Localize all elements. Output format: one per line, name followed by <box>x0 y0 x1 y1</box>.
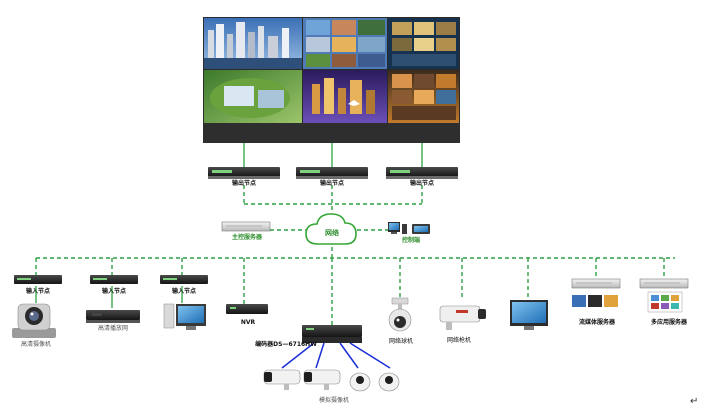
central-server-label: 主控服务器 <box>231 234 262 241</box>
analog-camera-4-icon <box>378 372 400 392</box>
monitor-icon <box>510 300 548 330</box>
input-node-2-label: 输入节点 <box>101 288 126 295</box>
input-node-1 <box>14 275 62 284</box>
analog-cameras-label: 模拟摄像机 <box>318 397 349 404</box>
pc-icon <box>163 303 206 330</box>
network-dome-camera-label: 网络球机 <box>388 338 413 345</box>
paragraph-return-mark: ↵ <box>690 396 699 407</box>
app-server-label: 多应用服务器 <box>650 319 687 326</box>
output-node-1 <box>208 167 280 179</box>
input-node-2 <box>90 275 138 284</box>
output-node-3 <box>386 167 458 179</box>
nvr-icon <box>226 304 268 314</box>
controller-pc-icon <box>388 222 430 234</box>
controller-label: 控制端 <box>401 237 420 244</box>
analog-camera-2-icon <box>303 369 341 390</box>
hd-camera-label: 高清摄像机 <box>20 341 51 348</box>
central-server-icon <box>221 221 271 232</box>
analog-camera-1-icon <box>263 369 301 390</box>
input-node-1-label: 输入节点 <box>25 288 50 295</box>
output-node-2 <box>296 167 368 179</box>
blue-links <box>281 342 391 369</box>
streaming-server-icon <box>571 278 621 307</box>
network-bullet-camera-icon <box>439 305 486 330</box>
hd-player-label: 高清播放网 <box>97 325 128 332</box>
network-bullet-camera-label: 网络枪机 <box>446 337 471 344</box>
streaming-server-label: 流媒体服务器 <box>578 319 615 326</box>
output-node-2-label: 输出节点 <box>319 180 344 187</box>
video-wall <box>203 17 460 143</box>
network-dome-camera-icon <box>388 297 412 332</box>
green-links <box>243 143 423 167</box>
input-node-3 <box>160 275 208 284</box>
nvr-label: NVR <box>240 319 256 326</box>
dashed-links <box>35 185 675 325</box>
output-node-1-label: 输出节点 <box>231 180 256 187</box>
encoder-icon <box>302 325 362 343</box>
app-server-icon <box>639 278 689 313</box>
hd-camera-icon <box>12 303 56 338</box>
cloud-icon <box>305 213 357 245</box>
analog-camera-3-icon <box>349 372 371 392</box>
input-node-3-label: 输入节点 <box>171 288 196 295</box>
solid-drops <box>35 286 183 308</box>
output-node-3-label: 输出节点 <box>409 180 434 187</box>
hd-player-icon <box>86 310 140 323</box>
network-label: 网络 <box>325 229 339 237</box>
encoder-label: 编码器DS—6716HW <box>255 341 317 348</box>
